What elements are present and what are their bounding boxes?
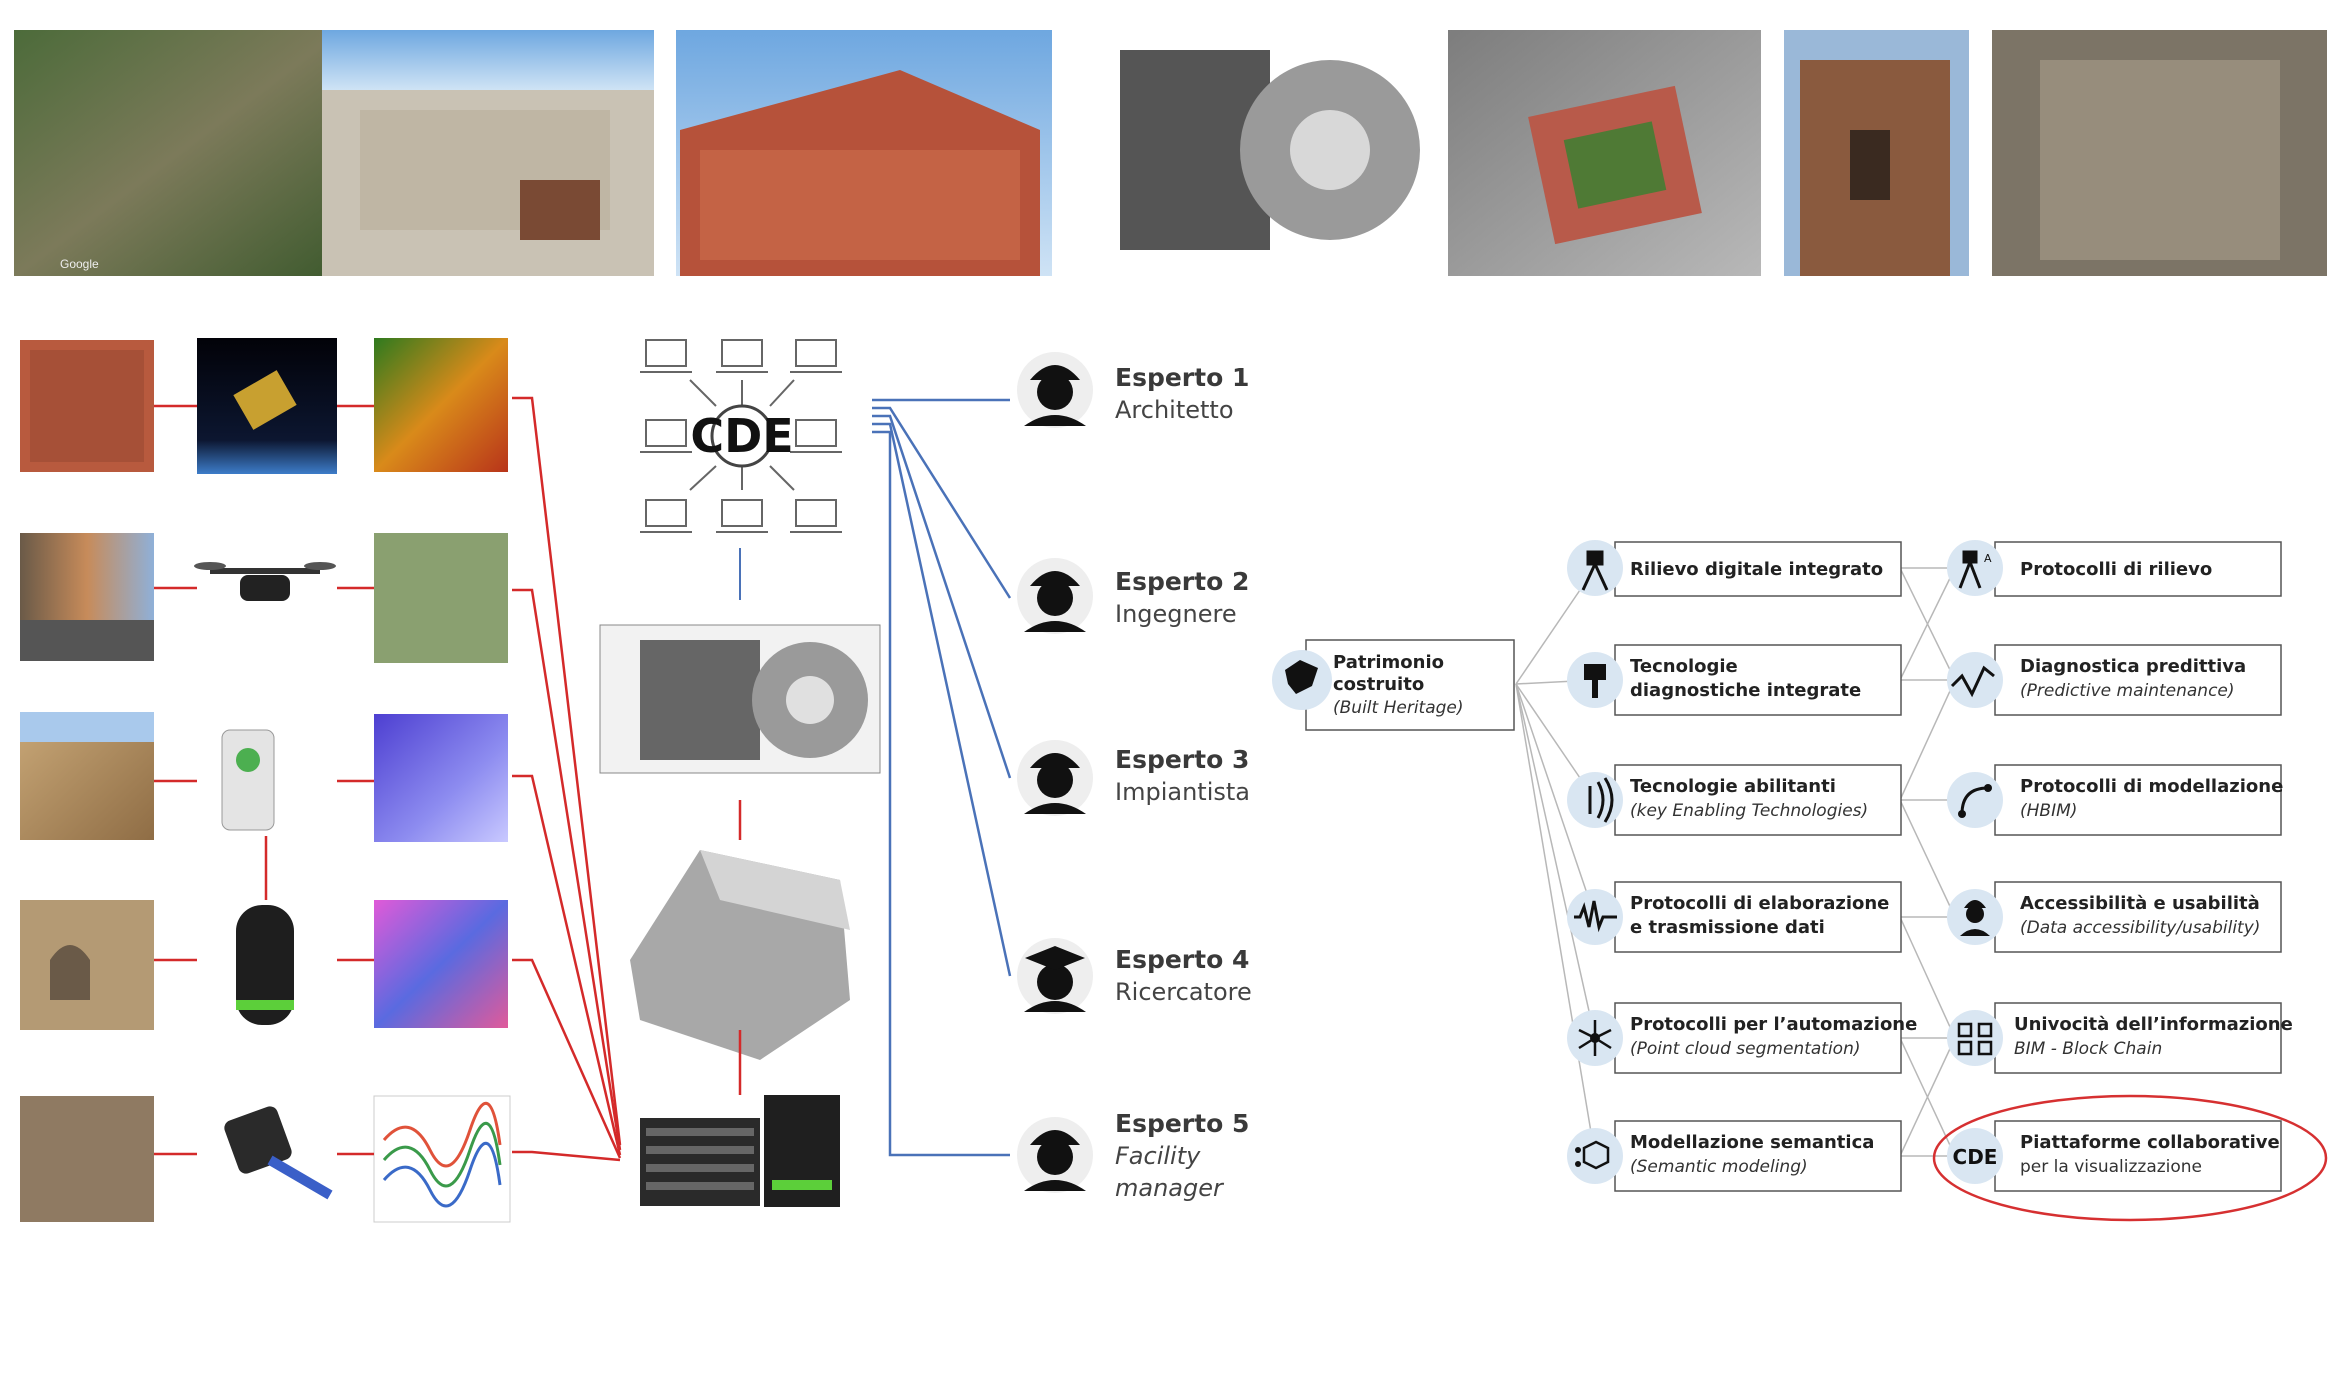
cde-ring [710,404,774,468]
cde-label: CDE [690,409,793,463]
mid-box-3-line1: Tecnologie abilitanti [1630,776,1836,797]
right-box-4: Accessibilità e usabilità (Data accessib… [1947,881,2282,953]
mid-box-2-line2: diagnostiche integrate [1630,680,1861,701]
expert-5-role-line2: manager [1115,1174,1225,1202]
360-camera-icon [236,905,294,1025]
expert-2: Esperto 2 Ingegnere [1017,558,1249,634]
right-box-2: Diagnostica predittiva (Predictive maint… [1947,644,2282,716]
highlight-ellipse [1932,1094,2328,1222]
mid-box-2-line1: Tecnologie [1630,656,1738,677]
semantic-cube-icon [1567,1128,1623,1184]
blockchain-icon [1947,1010,2003,1066]
right-box-1-line1: Protocolli di rilievo [2020,559,2212,580]
right-box-6-line1: Piattaforme collaborative [2020,1132,2280,1153]
right-box-3: Protocolli di modellazione (HBIM) [1947,764,2283,836]
expert-3-name: Esperto 3 [1115,745,1249,774]
sensor-red-connectors [154,404,374,1156]
right-boxes: A Protocolli di rilievo Diagnostica pred… [1932,540,2328,1222]
mid-box-4: Protocolli di elaborazione e trasmission… [1567,881,1902,953]
expert-4: Esperto 4 Ricercatore [1017,938,1252,1014]
aerial-campus-photo [14,30,341,276]
expert-4-role: Ricercatore [1115,978,1252,1006]
mid-box-3-line2: (key Enabling Technologies) [1630,801,1868,821]
root-line1: Patrimonio [1333,652,1444,673]
google-credit: Google [60,257,99,271]
root-node: Patrimonio costruito (Built Heritage) [1272,639,1515,731]
expert-1: Esperto 1 Architetto [1017,352,1249,428]
bezier-curve-icon [1947,772,2003,828]
expert-4-name: Esperto 4 [1115,945,1249,974]
3d-model-center [630,850,850,1060]
experts-list: Esperto 1 Architetto Esperto 2 Ingegnere… [1017,352,1252,1202]
right-box-5-line1: Univocità dell’informazione [2014,1014,2293,1035]
expert-5-role-line1: Facility [1115,1142,1201,1170]
red-data-links [512,396,622,1162]
laser-scanner-icon [221,729,275,831]
sensor-grid [20,338,511,1223]
cde-badge-text: CDE [1953,1145,1998,1169]
mid-box-6: Modellazione semantica (Semantic modelin… [1567,1120,1902,1192]
vibration-chart-thumb [373,1095,511,1223]
right-box-4-line2: (Data accessibility/usability) [2020,918,2260,938]
server-rack-icon [640,1095,840,1207]
mid-box-5-line1: Protocolli per l’automazione [1630,1014,1917,1035]
right-box-3-line1: Protocolli di modellazione [2020,776,2283,797]
tree-connectors [1515,567,1956,1157]
right-box-5: Univocità dell’informazione BIM - Block … [1947,1002,2293,1074]
survey-grade-icon [1947,540,2003,596]
mid-box-1-line1: Rilievo digitale integrato [1630,559,1883,580]
expert-1-role: Architetto [1115,396,1234,424]
accelerometer-icon [224,1106,333,1200]
cde-badge-icon [1947,1128,2003,1184]
mid-box-4-line1: Protocolli di elaborazione [1630,893,1889,914]
roof-timber-thumb [20,1096,154,1222]
drone-icon [194,562,336,601]
right-box-6-line2: per la visualizzazione [2020,1157,2202,1177]
top-photo-strip: Google [14,30,2327,276]
mid-box-5-line2: (Point cloud segmentation) [1630,1039,1860,1059]
wireless-signal-icon [1567,772,1623,828]
pointcloud-blue-thumb [374,714,508,842]
mid-box-1: Rilievo digitale integrato [1567,540,1902,597]
expert-5-name: Esperto 5 [1115,1109,1249,1138]
expert-3: Esperto 3 Impiantista [1017,740,1250,816]
right-box-4-line1: Accessibilità e usabilità [2020,893,2260,914]
expert-2-role: Ingegnere [1115,600,1237,628]
laptop-icons [640,339,842,533]
mid-box-5: Protocolli per l’automazione (Point clou… [1567,1002,1917,1074]
right-box-2-line1: Diagnostica predittiva [2020,656,2246,677]
right-box-1: A Protocolli di rilievo [1947,540,2282,597]
expert-1-name: Esperto 1 [1115,363,1249,392]
mid-box-6-line2: (Semantic modeling) [1630,1157,1808,1177]
orthophoto-thumb [374,533,508,663]
blue-expert-links [872,398,1012,1157]
mid-box-6-line1: Modellazione semantica [1630,1132,1874,1153]
right-box-6: CDE Piattaforme collaborative per la vis… [1947,1120,2282,1192]
mid-box-4-line2: e trasmissione dati [1630,917,1825,938]
right-box-5-line2: BIM - Block Chain [2014,1039,2162,1059]
expert-5: Esperto 5 Facility manager [1017,1109,1249,1202]
satellite-icon [233,370,297,430]
root-line3: (Built Heritage) [1333,698,1464,718]
heatmap-thumb [374,338,508,472]
floor-plan-center [599,624,881,774]
right-box-3-line2: (HBIM) [2020,801,2077,821]
data-wave-icon [1567,889,1623,945]
expert-2-name: Esperto 2 [1115,567,1249,596]
expert-3-role: Impiantista [1115,778,1250,806]
mid-boxes: Rilievo digitale integrato Tecnologie di… [1567,540,1917,1192]
pointcloud-rgb-thumb [374,900,508,1028]
root-line2: costruito [1333,674,1424,695]
svg-text:A: A [1984,552,1992,565]
right-box-2-line2: (Predictive maintenance) [2020,681,2235,701]
mid-box-2: Tecnologie diagnostiche integrate [1567,644,1902,716]
total-station-icon [1567,540,1623,596]
trend-line-icon [1947,652,2003,708]
mid-box-3: Tecnologie abilitanti (key Enabling Tech… [1567,764,1902,836]
cde-hub: CDE [599,339,881,1207]
